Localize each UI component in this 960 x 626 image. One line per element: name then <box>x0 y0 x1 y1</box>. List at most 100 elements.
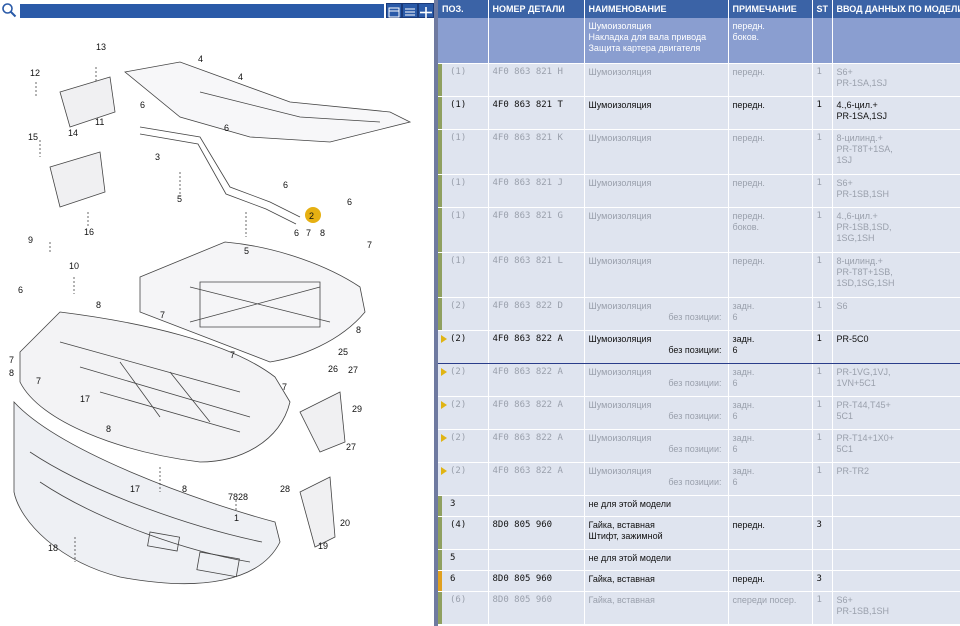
st-value: 1 <box>816 366 822 377</box>
svg-text:6: 6 <box>140 100 145 110</box>
group-desc-line: Шумоизоляция <box>588 21 652 31</box>
row-marker <box>438 297 442 330</box>
column-header-note[interactable]: ПРИМЕЧАНИЕ <box>728 0 813 18</box>
part-number: 4F0 863 821 K <box>492 132 563 143</box>
name-line: Шумоизоляция <box>588 366 652 377</box>
panel-splitter[interactable] <box>434 0 438 626</box>
model-cell: S6+PR-1SA,1SJ <box>832 63 960 97</box>
row-marker <box>438 174 442 207</box>
svg-text:14: 14 <box>68 128 78 138</box>
name-line: Шумоизоляция <box>588 255 652 266</box>
svg-text:18: 18 <box>48 543 58 553</box>
row-marker <box>438 207 442 252</box>
part-number-cell: 4F0 863 822 A <box>488 329 585 364</box>
name-line: Шумоизоляция <box>588 210 652 221</box>
column-header-name[interactable]: НАИМЕНОВАНИЕ <box>584 0 729 18</box>
expand-arrow-icon[interactable] <box>441 334 447 343</box>
note-line: задн. <box>732 399 755 410</box>
model-cell: 8-цилинд.+PR-T8T+1SA,1SJ <box>832 129 960 175</box>
part-number: 4F0 863 822 A <box>492 465 563 476</box>
model-line: PR-T14+1X0+ <box>836 432 895 443</box>
expand-arrow-icon[interactable] <box>441 367 447 376</box>
pos-value: (1) <box>450 99 467 110</box>
model-cell: PR-TR2 <box>832 462 960 496</box>
svg-text:8: 8 <box>320 228 325 238</box>
view-toggle-icon[interactable] <box>386 3 402 18</box>
model-line: 8-цилинд.+ <box>836 255 883 266</box>
highlight-label-2[interactable]: 2 <box>305 207 321 223</box>
model-line: S6 <box>836 300 848 311</box>
part-number: 4F0 863 821 J <box>492 177 563 188</box>
column-header-model-data[interactable]: ВВОД ДАННЫХ ПО МОДЕЛИ <box>832 0 960 18</box>
group-model-cell <box>832 18 960 64</box>
st-cell: 1 <box>812 96 833 130</box>
part-number: 4F0 863 821 L <box>492 255 563 266</box>
svg-text:8: 8 <box>106 424 111 434</box>
svg-text:7: 7 <box>230 350 235 360</box>
note-line: задн. <box>732 366 755 377</box>
svg-text:20: 20 <box>340 518 350 528</box>
svg-text:7: 7 <box>9 355 14 365</box>
expand-icon[interactable] <box>418 3 434 18</box>
st-cell: 1 <box>812 363 833 397</box>
row-marker <box>438 495 442 516</box>
note-cell: задн.6 <box>728 462 813 496</box>
svg-text:7: 7 <box>367 240 372 250</box>
svg-text:27: 27 <box>346 442 356 452</box>
column-header-pos[interactable]: ПОЗ. <box>438 0 489 18</box>
name-line: Гайка, вставная <box>588 573 655 584</box>
st-cell: 3 <box>812 570 833 592</box>
part-number: 8D0 805 960 <box>492 594 553 605</box>
st-value: 1 <box>816 210 822 221</box>
name-subline: без позиции: <box>668 344 722 355</box>
model-line: S6+ <box>836 177 853 188</box>
pos-cell: (1) <box>438 174 489 208</box>
group-header-row: Шумоизоляция Накладка для вала привода З… <box>438 18 960 64</box>
pos-cell: (2) <box>438 429 489 463</box>
svg-text:25: 25 <box>338 347 348 357</box>
group-desc-line: Защита картера двигателя <box>588 43 701 53</box>
list-view-icon[interactable] <box>402 3 418 18</box>
svg-text:8: 8 <box>356 325 361 335</box>
column-header-part-number[interactable]: НОМЕР ДЕТАЛИ <box>488 0 585 18</box>
model-line: PR-1SA,1SJ <box>836 77 888 88</box>
search-icon[interactable] <box>1 2 17 18</box>
svg-text:12: 12 <box>30 68 40 78</box>
model-line: S6+ <box>836 66 853 77</box>
part-number-cell: 4F0 863 822 A <box>488 363 585 397</box>
expand-arrow-icon[interactable] <box>441 433 447 442</box>
part-number-cell: 4F0 863 821 J <box>488 174 585 208</box>
pos-value: (1) <box>450 66 467 77</box>
model-line: PR-5C0 <box>836 333 869 344</box>
expand-arrow-icon[interactable] <box>441 400 447 409</box>
expand-arrow-icon[interactable] <box>441 466 447 475</box>
name-line: Шумоизоляция <box>588 333 652 344</box>
column-header-st[interactable]: ST <box>812 0 833 18</box>
svg-text:17: 17 <box>80 394 90 404</box>
pos-value: (2) <box>450 465 467 476</box>
svg-text:7: 7 <box>228 492 233 502</box>
pos-value: (1) <box>450 132 467 143</box>
part-number: 8D0 805 960 <box>492 573 553 584</box>
note-line: 6 <box>732 476 738 487</box>
